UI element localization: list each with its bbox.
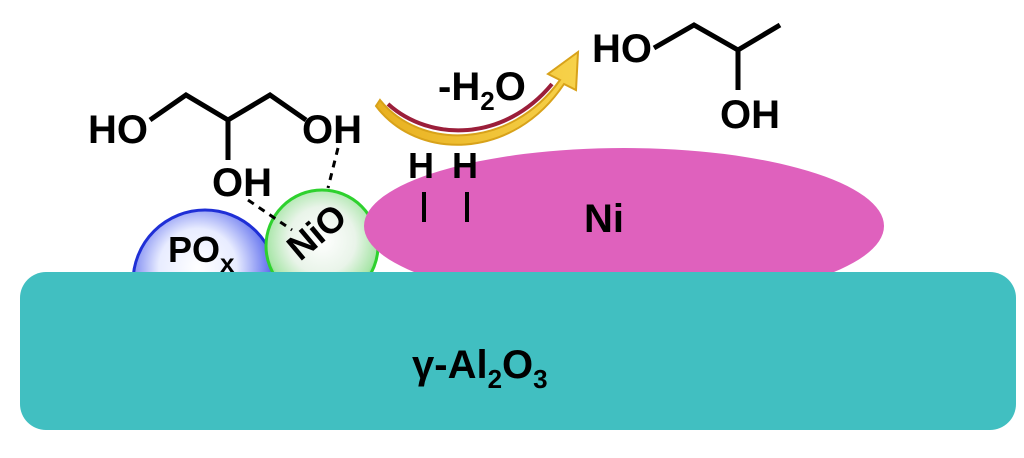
curved-arrow-inner xyxy=(386,82,554,133)
alumina-support: γ-Al2O3 xyxy=(20,272,1016,430)
hydrogen-atom-2: H xyxy=(452,145,478,186)
glycerol-oh-middle: OH xyxy=(212,161,272,205)
adsorbed-hydrogen: H H xyxy=(408,145,478,222)
product-backbone xyxy=(652,22,782,53)
support-slab xyxy=(20,272,1016,430)
nickel-particle: Ni xyxy=(364,148,884,304)
curved-arrow xyxy=(374,49,580,146)
glycerol-ho-left: HO xyxy=(88,108,148,152)
glycerol-molecule: HO OH OH xyxy=(88,92,362,232)
product-oh: OH xyxy=(720,93,780,137)
hydrogen-bond-nio xyxy=(326,147,340,189)
product-ho: HO xyxy=(592,27,652,71)
hydrogen-atom-1: H xyxy=(408,145,434,186)
nickel-label: Ni xyxy=(584,197,624,241)
nickel-ellipse xyxy=(364,148,884,304)
support-label: γ-Al2O3 xyxy=(412,343,548,394)
glycerol-backbone xyxy=(148,92,308,123)
propanediol-molecule: HO OH xyxy=(592,22,782,137)
hydrogen-bond-pox xyxy=(247,198,293,232)
glycerol-oh-right: OH xyxy=(302,108,362,152)
dehydration-label: -H2O xyxy=(438,65,526,116)
pox-label: POx xyxy=(168,229,235,278)
dehydration-arrow: -H2O xyxy=(374,49,580,146)
